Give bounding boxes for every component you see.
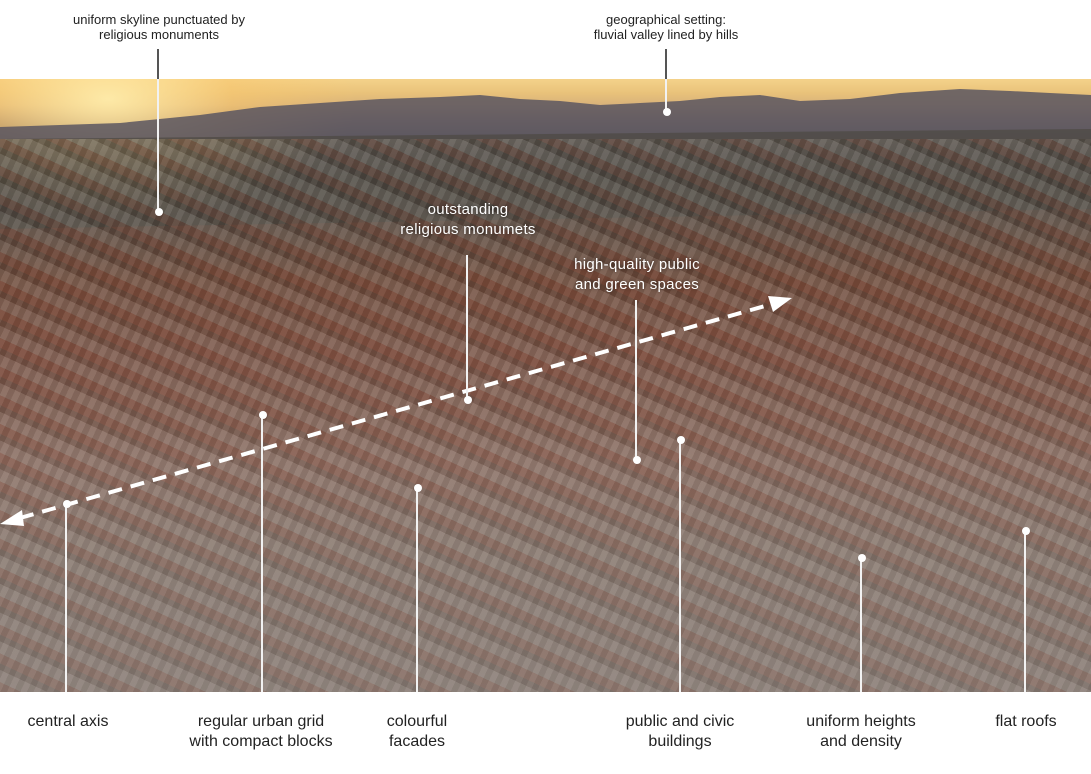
civic-annotation: public and civic buildings — [600, 712, 760, 752]
civic-dot — [677, 436, 685, 444]
geography-leader — [665, 79, 667, 112]
roofs-leader — [1024, 531, 1026, 692]
facades-leader — [416, 488, 418, 692]
city-rooftops — [0, 139, 1091, 692]
central-axis-dot — [63, 500, 71, 508]
urban-grid-label-line2: with compact blocks — [189, 733, 333, 750]
central-axis-leader — [65, 504, 67, 692]
public-spaces-label-line2: and green spaces — [574, 276, 700, 293]
facades-annotation: colourful facades — [367, 712, 467, 752]
geography-label-line2: fluvial valley lined by hills — [593, 27, 739, 42]
public-spaces-label-line1: high-quality public — [574, 256, 700, 273]
skyline-annotation: uniform skyline punctuated by religious … — [59, 12, 259, 42]
urban-grid-leader — [261, 415, 263, 692]
geography-label-line1: geographical setting: — [606, 12, 726, 27]
monuments-label-line2: religious monumets — [400, 221, 536, 238]
skyline-label-line2: religious monuments — [99, 27, 219, 42]
skyline-dot — [155, 208, 163, 216]
heights-label-line2: and density — [820, 733, 902, 750]
civic-label-line1: public and civic — [625, 713, 735, 730]
monuments-annotation: outstanding religious monumets — [368, 200, 568, 240]
facades-label-line1: colourful — [386, 713, 448, 730]
civic-leader — [679, 440, 681, 692]
valley-plain — [0, 129, 1091, 229]
roofs-label-line1: flat roofs — [995, 713, 1057, 730]
heights-leader — [860, 558, 862, 692]
monuments-label-line1: outstanding — [427, 201, 509, 218]
skyline-leader-top — [157, 49, 159, 79]
geography-dot — [663, 108, 671, 116]
roofs-dot — [1022, 527, 1030, 535]
urban-grid-label-line1: regular urban grid — [197, 713, 325, 730]
public-spaces-annotation: high-quality public and green spaces — [537, 255, 737, 295]
skyline-label-line1: uniform skyline punctuated by — [73, 12, 245, 27]
monuments-leader — [466, 255, 468, 400]
landscape-svg — [0, 89, 1091, 229]
monuments-dot — [464, 396, 472, 404]
urban-grid-annotation: regular urban grid with compact blocks — [161, 712, 361, 752]
aerial-city-photo — [0, 79, 1091, 692]
central-axis-dashed-line — [19, 302, 773, 520]
central-axis-label-line1: central axis — [27, 713, 109, 730]
geography-leader-top — [665, 49, 667, 79]
roofs-annotation: flat roofs — [971, 712, 1081, 732]
skyline-leader — [157, 79, 159, 212]
public-spaces-leader — [635, 300, 637, 460]
foreground-haze — [0, 432, 1091, 692]
civic-label-line2: buildings — [648, 733, 712, 750]
facades-label-line2: facades — [388, 733, 446, 750]
hills-silhouette — [0, 89, 1091, 139]
public-spaces-dot — [633, 456, 641, 464]
heights-annotation: uniform heights and density — [781, 712, 941, 752]
geography-annotation: geographical setting: fluvial valley lin… — [566, 12, 766, 42]
central-axis-arrowhead-right — [768, 296, 792, 312]
heights-dot — [858, 554, 866, 562]
heights-label-line1: uniform heights — [806, 713, 916, 730]
central-axis-arrowhead-left — [0, 510, 24, 526]
central-axis-annotation: central axis — [0, 712, 136, 732]
urban-grid-dot — [259, 411, 267, 419]
facades-dot — [414, 484, 422, 492]
